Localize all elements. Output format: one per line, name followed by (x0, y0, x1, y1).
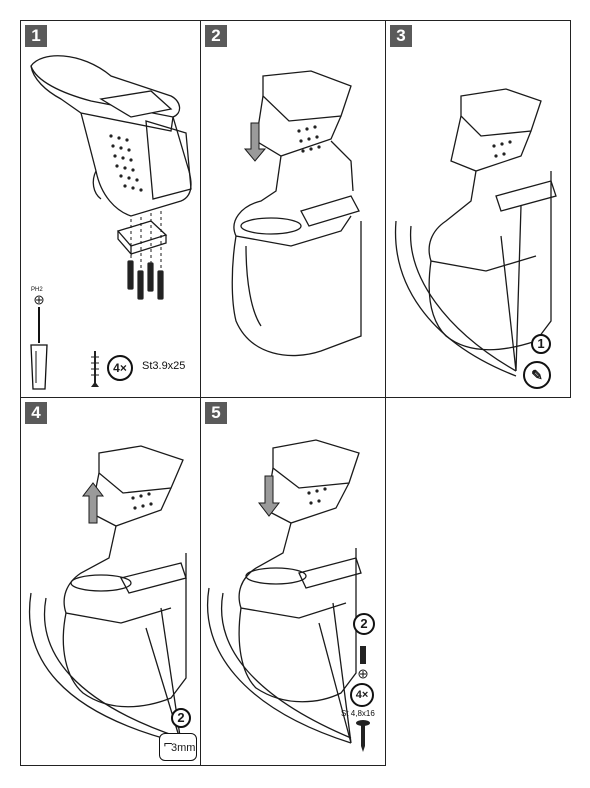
hex-key-box: ⌐ 3mm (159, 733, 197, 761)
screw-icon (356, 720, 370, 752)
clip-tool-icon: ✎ (523, 361, 551, 389)
screw-icon (91, 351, 99, 387)
screwdriver-icon (30, 295, 48, 390)
step-number-badge: 3 (390, 25, 412, 47)
armrest-final-fit-view (207, 439, 370, 752)
step-number-badge: 4 (25, 402, 47, 424)
step-5-panel: 5 (200, 397, 386, 766)
armrest-mounting-view (231, 70, 362, 357)
screw-count-badge: 4× (107, 355, 133, 381)
callout-number: 2 (171, 708, 191, 728)
step-number-badge: 5 (205, 402, 227, 424)
arrow-down-icon (257, 475, 281, 517)
step-number-badge: 2 (205, 25, 227, 47)
tool-label: PH2 (31, 287, 43, 293)
armrest-cover-fitting-view (394, 88, 557, 377)
callout-number: 2 (353, 613, 375, 635)
screw-count-badge: 4× (350, 683, 374, 707)
step-4-panel: 4 2 ⌐ 3mm (20, 397, 201, 766)
arrow-up-icon (81, 482, 105, 524)
bolt-icon (358, 646, 368, 679)
screw-spec-label: St3.9x25 (142, 360, 186, 372)
callout-number: 1 (531, 334, 551, 354)
step-number-badge: 1 (25, 25, 47, 47)
step-3-panel: 3 1 ✎ (385, 20, 571, 398)
screw-spec-label: St 4,8x16 (341, 709, 375, 718)
armrest-exploded-view (30, 55, 192, 300)
hex-key-icon: ⌐ (163, 737, 174, 751)
step-2-panel: 2 (200, 20, 386, 398)
arrow-down-icon (243, 122, 267, 162)
hex-key-size: 3mm (171, 742, 196, 754)
step-1-panel: 1 (20, 20, 201, 398)
armrest-removal-view (28, 445, 187, 744)
